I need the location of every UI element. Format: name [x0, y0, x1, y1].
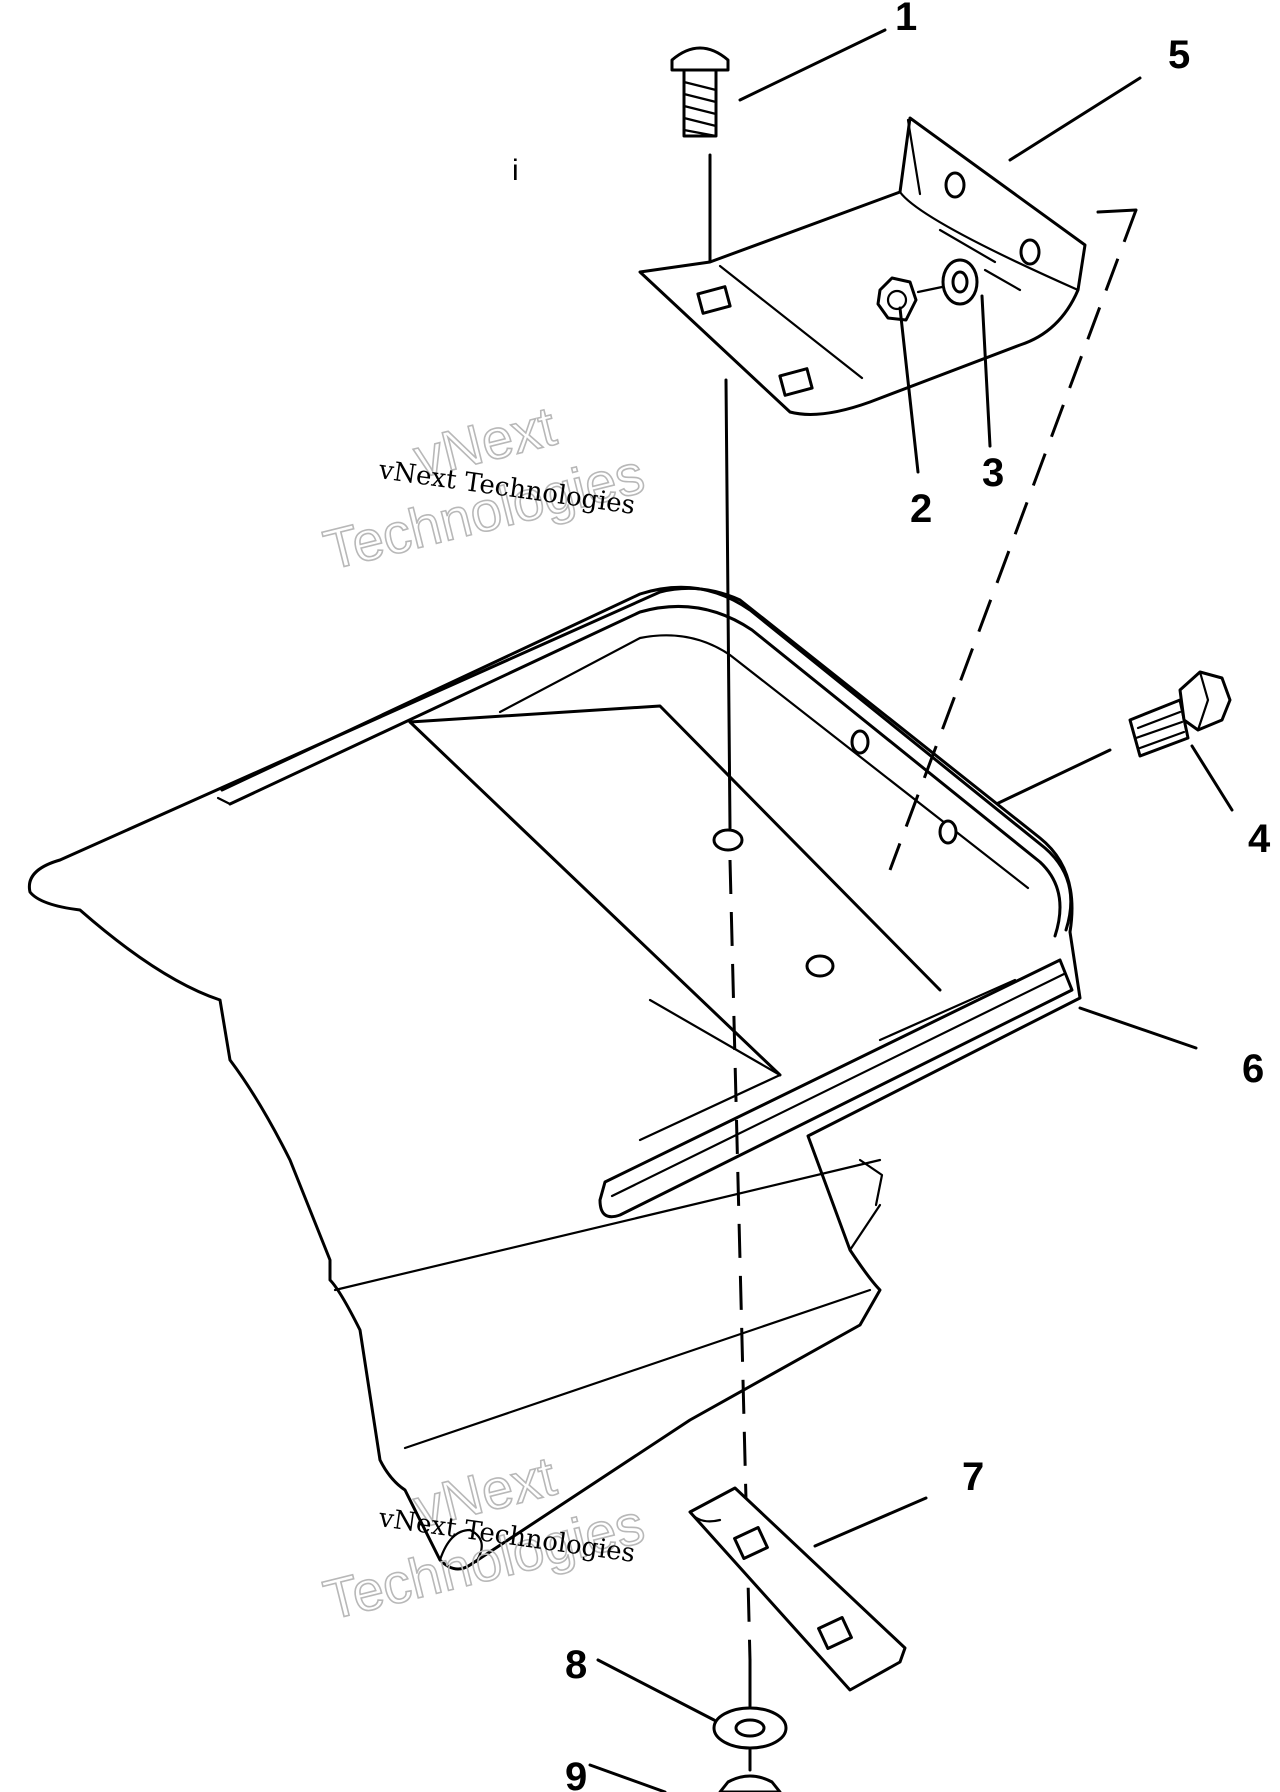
callout-9: 9	[565, 1755, 587, 1792]
callout-4: 4	[1248, 817, 1271, 861]
callout-7: 7	[962, 1455, 984, 1499]
part-9-nut	[718, 1748, 782, 1792]
callout-2: 2	[910, 487, 932, 531]
part-3-washer	[916, 258, 979, 306]
part-8-washer	[712, 1658, 788, 1750]
part-6-housing	[27, 208, 1138, 1661]
part-1-carriage-bolt	[670, 46, 730, 267]
callout-labels: 1 2 3 4 5 6 7 8 9 i	[512, 0, 1271, 1792]
callout-8: 8	[565, 1643, 587, 1687]
part-7-lower-strap	[688, 1486, 907, 1692]
part-4-hex-bolt	[986, 670, 1232, 810]
callout-5: 5	[1168, 33, 1190, 77]
leader-lines	[588, 28, 1234, 1792]
watermark-upper: vNext Technologies vNext Technologies	[317, 393, 651, 582]
callout-3: 3	[982, 451, 1004, 495]
callout-6: 6	[1242, 1047, 1264, 1091]
part-2-hex-nut	[876, 276, 918, 322]
stray-mark: i	[512, 154, 519, 187]
part-5-upper-bracket	[638, 116, 1087, 416]
callout-1: 1	[895, 0, 917, 39]
